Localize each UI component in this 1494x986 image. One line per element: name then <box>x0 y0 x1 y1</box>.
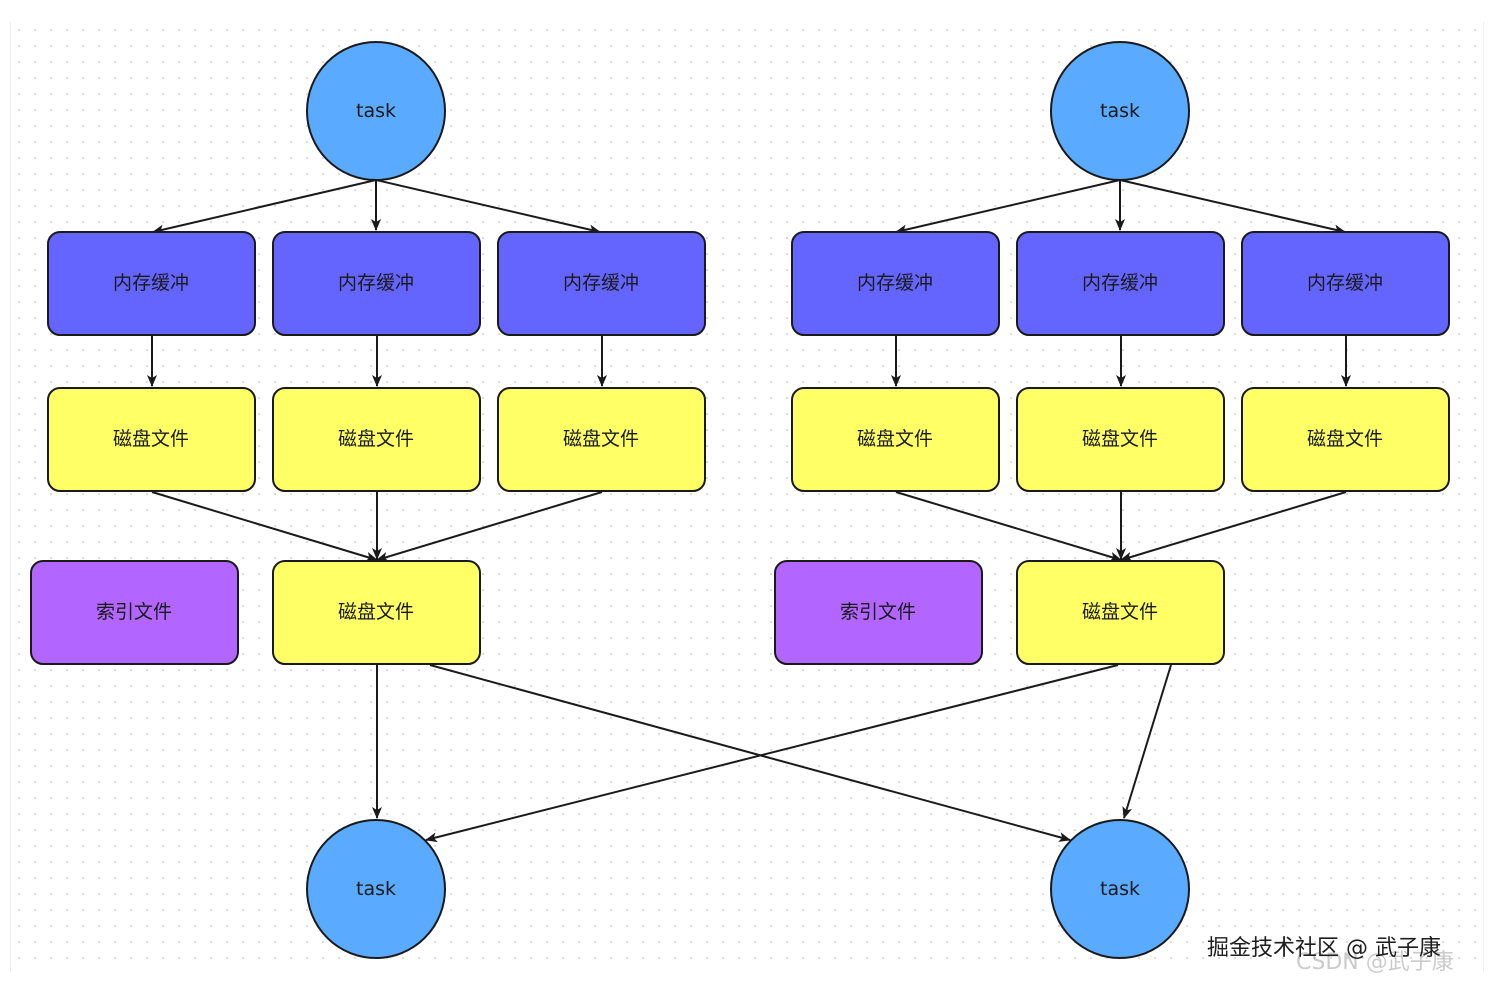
disk-file-label: 磁盘文件 <box>338 601 414 623</box>
disk-file-node: 磁盘文件 <box>1241 387 1450 492</box>
task-node-bottom-right: task <box>1050 819 1190 959</box>
edge-left-disk-merge-3 <box>376 491 603 562</box>
watermark-secondary: CSDN @武子康 <box>1296 950 1454 975</box>
edges <box>147 179 1351 843</box>
index-file-label: 索引文件 <box>840 601 916 623</box>
edge-right-disk-merge-3 <box>1120 491 1347 562</box>
disk-file-node: 磁盘文件 <box>791 387 1000 492</box>
memory-buffer-node: 内存缓冲 <box>1241 231 1450 336</box>
edge-left-disk-merge-1 <box>151 491 378 562</box>
memory-buffer-label: 内存缓冲 <box>338 272 414 294</box>
disk-file-label: 磁盘文件 <box>1082 428 1158 450</box>
task-label: task <box>356 100 396 122</box>
diagram-canvas <box>10 22 1484 972</box>
task-label: task <box>356 878 396 900</box>
disk-file-node: 磁盘文件 <box>497 387 706 492</box>
edge-right-task-buffer-1 <box>895 179 1121 235</box>
disk-file-label: 磁盘文件 <box>338 428 414 450</box>
memory-buffer-label: 内存缓冲 <box>1082 272 1158 294</box>
edge-left-task-buffer-3 <box>375 179 601 235</box>
edge-left-task-buffer-1 <box>152 179 377 235</box>
memory-buffer-node: 内存缓冲 <box>47 231 256 336</box>
memory-buffer-label: 内存缓冲 <box>1307 272 1383 294</box>
edge-right-merge-task-left <box>425 664 1119 843</box>
disk-file-label: 磁盘文件 <box>1307 428 1383 450</box>
merged-disk-file-node-left: 磁盘文件 <box>272 560 481 665</box>
memory-buffer-label: 内存缓冲 <box>857 272 933 294</box>
edge-right-task-buffer-3 <box>1119 179 1346 235</box>
memory-buffer-label: 内存缓冲 <box>563 272 639 294</box>
memory-buffer-node: 内存缓冲 <box>272 231 481 336</box>
watermark-primary: 掘金技术社区 @ 武子康 <box>1207 936 1441 961</box>
task-label: task <box>1100 100 1140 122</box>
task-node-bottom-left: task <box>306 819 446 959</box>
edge-right-merge-task-right <box>1122 664 1172 819</box>
index-file-node-right: 索引文件 <box>774 560 983 665</box>
memory-buffer-label: 内存缓冲 <box>113 272 189 294</box>
memory-buffer-node: 内存缓冲 <box>497 231 706 336</box>
disk-file-node: 磁盘文件 <box>272 387 481 492</box>
index-file-label: 索引文件 <box>96 601 172 623</box>
disk-file-label: 磁盘文件 <box>563 428 639 450</box>
task-node-top-left: task <box>306 41 446 181</box>
task-label: task <box>1100 878 1140 900</box>
disk-file-label: 磁盘文件 <box>857 428 933 450</box>
edge-left-merge-task-right <box>429 664 1071 842</box>
memory-buffer-node: 内存缓冲 <box>1016 231 1225 336</box>
disk-file-node: 磁盘文件 <box>1016 387 1225 492</box>
index-file-node-left: 索引文件 <box>30 560 239 665</box>
disk-file-node: 磁盘文件 <box>47 387 256 492</box>
disk-file-label: 磁盘文件 <box>113 428 189 450</box>
task-node-top-right: task <box>1050 41 1190 181</box>
edge-right-disk-merge-1 <box>895 491 1122 562</box>
merged-disk-file-node-right: 磁盘文件 <box>1016 560 1225 665</box>
disk-file-label: 磁盘文件 <box>1082 601 1158 623</box>
memory-buffer-node: 内存缓冲 <box>791 231 1000 336</box>
